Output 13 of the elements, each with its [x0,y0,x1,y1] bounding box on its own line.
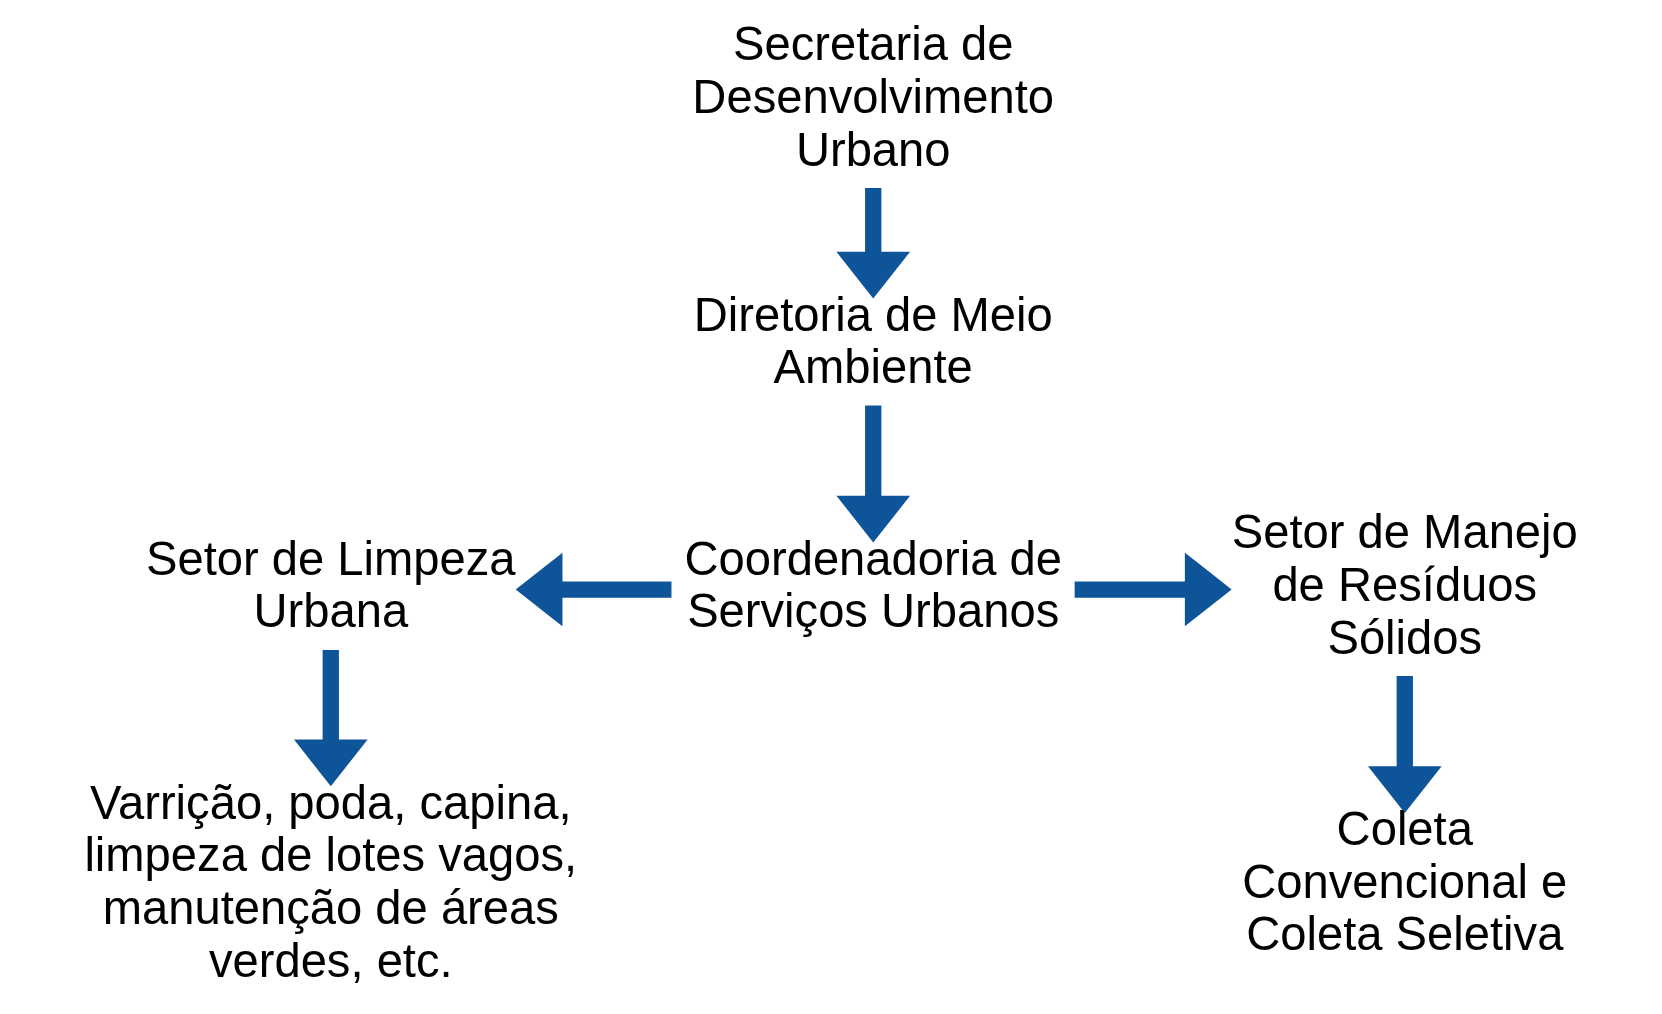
node-text: Secretaria de Desenvolvimento Urbano [691,17,1054,176]
arrow [515,552,671,627]
node-text: Varrição, poda, capina, limpeza de lotes vagos, manutenção de áreas verdes, etc. [83,775,577,987]
arrow [835,405,910,543]
node-text: Coordenadoria de Serviços Urbanos [683,531,1062,638]
arrow [835,188,910,299]
node-text: Setor de Limpeza Urbana [145,531,516,638]
node-text: Coleta Convencional e Coleta Seletiva [1241,801,1567,961]
node-text: Setor de Manejo de Resíduos Sólidos [1231,505,1578,664]
node-text: Diretoria de Meio Ambiente [693,287,1053,394]
arrow [293,649,368,787]
arrow [1074,552,1232,627]
arrow [1367,676,1442,813]
